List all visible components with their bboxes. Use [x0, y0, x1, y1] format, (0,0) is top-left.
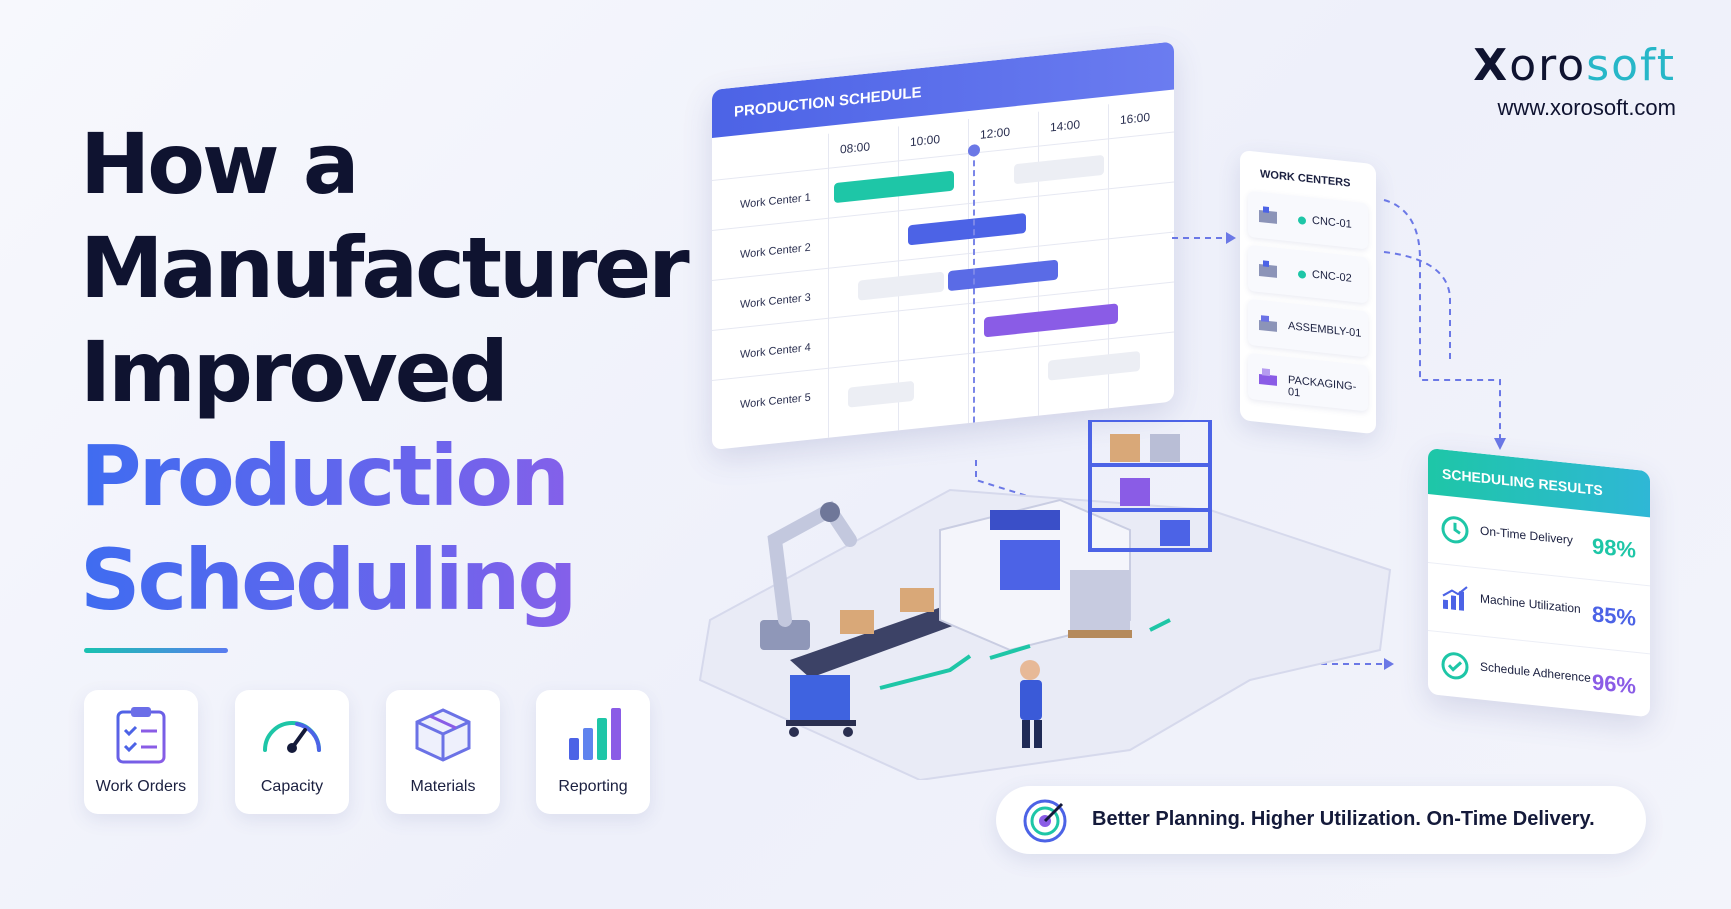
logo-soft: soft [1586, 40, 1676, 91]
result-label: Schedule Adherence [1480, 659, 1591, 686]
feature-card-capacity: Capacity [235, 690, 349, 814]
flow-arrows [879, 618, 1171, 690]
factory-floor-illustration [698, 420, 1392, 780]
result-row: Schedule Adherence 96% [1428, 630, 1650, 717]
arrowhead [1494, 438, 1506, 450]
check-circle-icon [1441, 652, 1469, 680]
feature-label: Reporting [558, 778, 628, 795]
arrowhead [1226, 232, 1236, 244]
work-center-item[interactable]: ASSEMBLY-01 [1248, 298, 1368, 358]
work-center-item[interactable]: CNC-01 [1248, 190, 1368, 250]
work-center-item[interactable]: CNC-02 [1248, 244, 1368, 304]
result-row: Machine Utilization 85% [1428, 562, 1650, 655]
logo-wordmark: Xorosoft [1473, 40, 1676, 91]
feature-card-work-orders: Work Orders [84, 690, 198, 814]
accent-divider [84, 648, 228, 653]
headline-line-5: Scheduling [80, 528, 700, 632]
gauge-icon [263, 721, 321, 753]
result-label: Machine Utilization [1480, 591, 1581, 617]
headline-line-3: Improved [80, 323, 509, 421]
cart-icon [786, 675, 856, 737]
cnc-machine-icon [1259, 260, 1277, 278]
robot-arm-icon [760, 500, 857, 650]
operator-icon [1020, 660, 1042, 748]
result-label: On-Time Delivery [1480, 523, 1573, 548]
connector-arrow [1383, 251, 1451, 360]
feature-label: Capacity [260, 778, 324, 795]
target-icon [1023, 799, 1067, 843]
result-value: 85% [1591, 601, 1636, 631]
clock-icon [1441, 516, 1469, 544]
feature-label: Materials [410, 778, 476, 795]
work-center-item[interactable]: PACKAGING-01 [1248, 352, 1368, 412]
box-icon [415, 708, 471, 762]
tagline-pill: Better Planning. Higher Utilization. On-… [996, 786, 1646, 854]
storage-rack-icon [1088, 420, 1212, 552]
scheduling-results-panel: SCHEDULING RESULTS On-Time Delivery 98% … [1428, 448, 1650, 718]
work-centers-panel: WORK CENTERS CNC-01 CNC-02 ASSEMBLY-01 P… [1240, 150, 1376, 435]
feature-card-materials: Materials [386, 690, 500, 814]
logo-x: X [1473, 40, 1510, 91]
logo-oro: oro [1509, 40, 1587, 91]
headline-line-1: How a [80, 115, 360, 213]
trend-chart-icon [1442, 586, 1468, 611]
pallet-boxes-icon [1068, 570, 1132, 638]
brand-logo[interactable]: Xorosoft www.xorosoft.com [1473, 40, 1676, 121]
feature-label: Work Orders [95, 778, 187, 795]
packaging-machine-icon [1259, 368, 1277, 386]
headline-line-4: Production [80, 424, 700, 528]
clipboard-checklist-icon [116, 707, 166, 764]
arrowhead [1384, 658, 1394, 670]
assembly-machine-icon [1259, 315, 1277, 332]
headline: How a Manufacturer Improved Production S… [80, 112, 700, 632]
connector-arrow [1383, 199, 1501, 444]
result-row: On-Time Delivery 98% [1428, 494, 1650, 587]
headline-line-2: Manufacturer [80, 219, 690, 317]
website-url[interactable]: www.xorosoft.com [1497, 95, 1677, 120]
bar-chart-icon [569, 708, 621, 760]
tagline-text: Better Planning. Higher Utilization. On-… [1092, 808, 1595, 830]
feature-card-reporting: Reporting [536, 690, 650, 814]
cnc-machine-icon [1259, 206, 1277, 224]
result-value: 98% [1591, 533, 1636, 563]
result-value: 96% [1591, 669, 1636, 699]
